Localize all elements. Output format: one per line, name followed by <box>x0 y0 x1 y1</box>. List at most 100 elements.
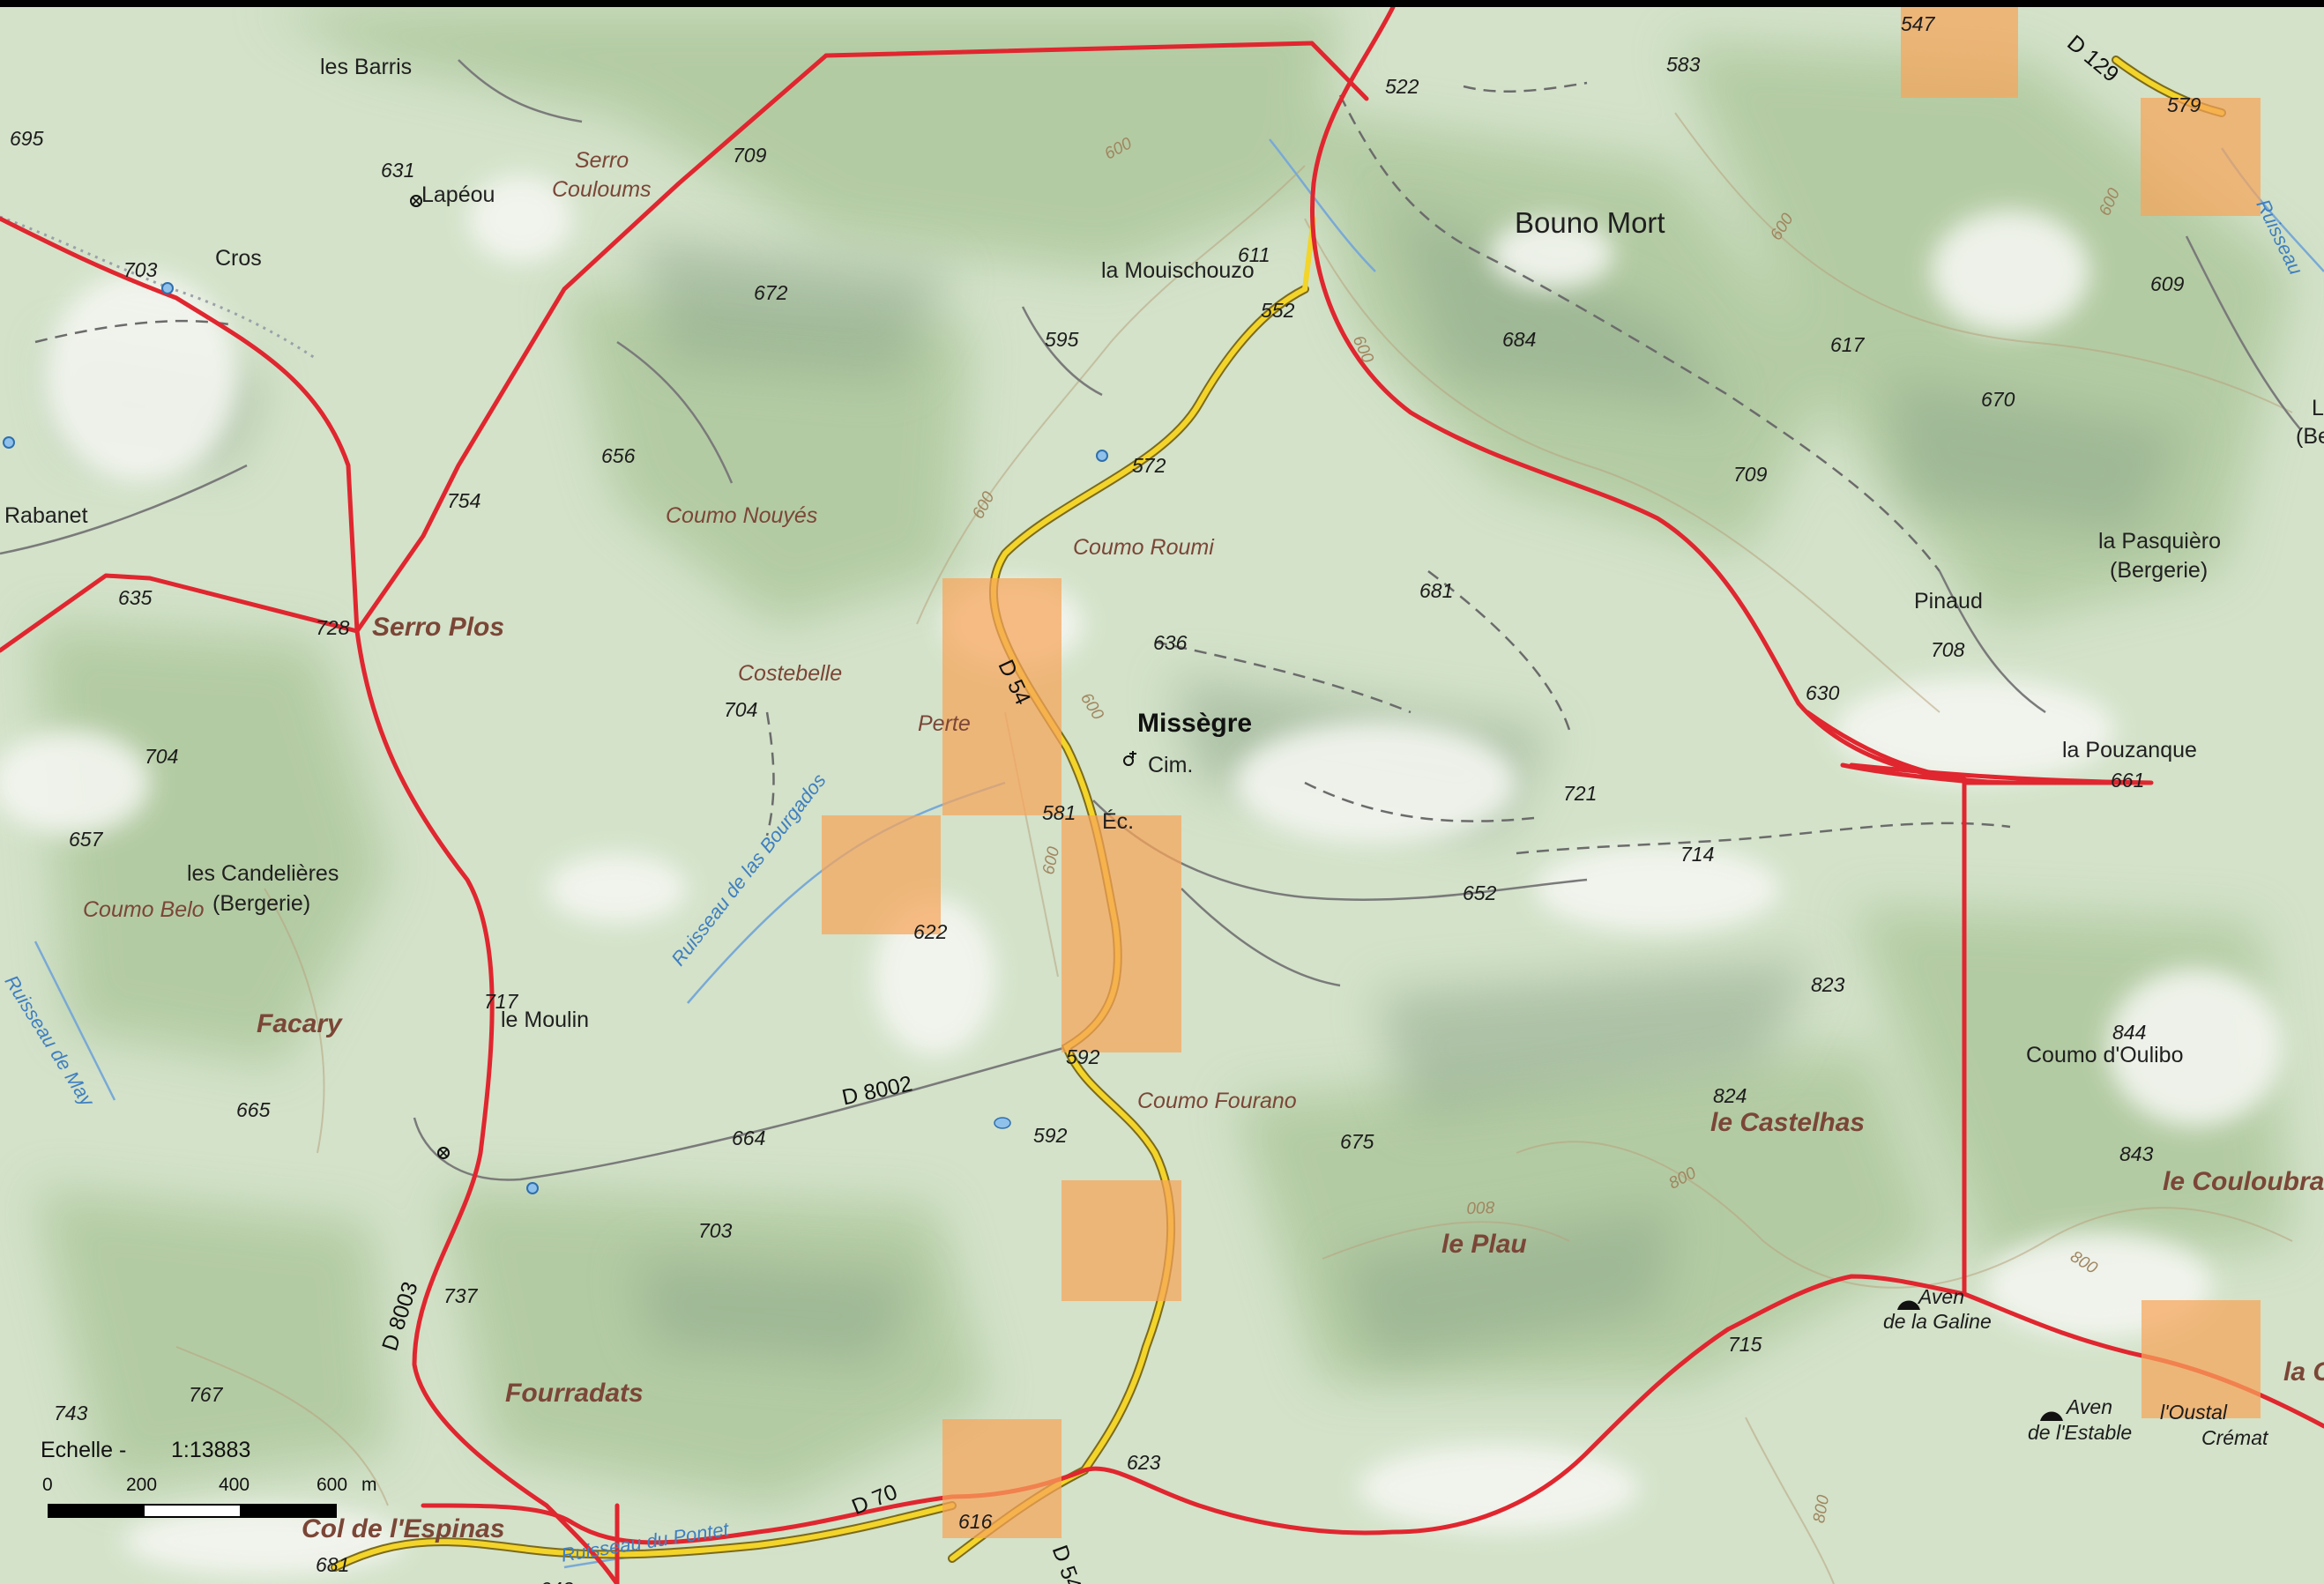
pond-icon[interactable] <box>994 1114 1011 1132</box>
place-label-oustal-2: Crémat <box>2201 1426 2268 1449</box>
spot-height-label: 672 <box>754 281 788 304</box>
place-label-cros: Cros <box>215 246 262 271</box>
spring-d8002-icon[interactable] <box>524 1179 541 1197</box>
locality-label-serro-couloums-1: Serro <box>575 148 629 173</box>
moulin-marker-icon[interactable] <box>435 1144 452 1162</box>
spot-height-label: 703 <box>123 258 158 281</box>
spot-height-label: 643 <box>540 1580 573 1584</box>
spot-height-label: 652 <box>1463 881 1497 904</box>
place-label-edge-be: (Be <box>2296 424 2324 449</box>
scale-bar-segment-3 <box>240 1504 337 1518</box>
tile-cell[interactable] <box>1061 815 1181 1052</box>
spot-height-label: 743 <box>54 1402 88 1424</box>
spot-height-label: 664 <box>732 1127 766 1149</box>
place-label-lapeou: Lapéou <box>421 182 495 207</box>
spot-height-label: 728 <box>316 616 350 639</box>
spot-height-label: 622 <box>913 920 948 943</box>
place-label-aven-estable-2: de l'Estable <box>2028 1421 2133 1444</box>
spot-height-label: 611 <box>1238 243 1270 266</box>
spot-height-label: 617 <box>1830 333 1865 356</box>
cave-icon[interactable] <box>2038 1405 2065 1423</box>
place-label-cim: Cim. <box>1148 753 1194 777</box>
cros-spring-icon[interactable] <box>159 279 176 297</box>
hillshade-shadows <box>53 201 2186 1365</box>
scale-tick-200: 200 <box>126 1475 158 1495</box>
scale-bar: Echelle - 1:13883 0 200 400 600 m <box>41 1439 411 1545</box>
spot-height-label: 631 <box>381 159 415 182</box>
tile-cell[interactable] <box>942 1419 1061 1538</box>
tile-cell[interactable] <box>822 815 941 934</box>
spot-height-label: 635 <box>118 586 153 609</box>
spot-height-label: 709 <box>1733 463 1768 486</box>
spot-height-label: 704 <box>724 698 758 721</box>
spot-height-label: 715 <box>1728 1333 1762 1356</box>
place-label-oustal-1: l'Oustal <box>2160 1401 2227 1424</box>
place-label-bergerie-candelieres: (Bergerie) <box>212 891 311 916</box>
locality-label-col-espinas: Col de l'Espinas <box>302 1514 505 1543</box>
spot-height-label: 843 <box>2119 1142 2154 1165</box>
place-label-la-mouischouzo: la Mouischouzo <box>1101 258 1255 283</box>
spot-height-label: 661 <box>2111 769 2145 792</box>
map-terrain <box>0 7 2324 1584</box>
cemetery-cross-icon[interactable] <box>1121 749 1139 767</box>
scale-tick-0: 0 <box>42 1475 53 1495</box>
lapeou-marker-icon[interactable] <box>407 192 425 210</box>
spot-height-label: 767 <box>189 1383 223 1406</box>
spot-height-label: 623 <box>1127 1451 1161 1474</box>
locality-label-serro-plos: Serro Plos <box>372 613 505 642</box>
spot-height-label: 844 <box>2112 1021 2147 1044</box>
tile-cell[interactable] <box>1901 7 2018 98</box>
spot-height-label: 552 <box>1261 299 1295 322</box>
open-clearings <box>0 175 2283 1576</box>
locality-label-le-castelhas: le Castelhas <box>1710 1108 1866 1137</box>
spot-height-label: 754 <box>447 489 481 512</box>
locality-label-le-couloubra: le Couloubra <box>2163 1167 2324 1196</box>
spot-height-label: 704 <box>145 745 179 768</box>
place-label-aven-estable-1: Aven <box>2067 1395 2113 1418</box>
locality-label-costebelle: Costebelle <box>738 661 843 686</box>
place-label-bergerie-pasquiero: (Bergerie) <box>2110 558 2209 583</box>
scale-tick-400: 400 <box>219 1475 250 1495</box>
tile-cell[interactable] <box>942 578 1061 815</box>
spring-rabanet-icon[interactable] <box>0 434 18 451</box>
tile-cell[interactable] <box>2141 98 2261 216</box>
locality-label-serro-couloums-2: Couloums <box>552 177 652 202</box>
spot-height-label: 657 <box>69 828 103 851</box>
spot-height-label: 670 <box>1981 388 2015 411</box>
locality-label-edge-la: la C <box>2283 1357 2324 1387</box>
locality-label-coumo-nouyes: Coumo Nouyés <box>666 503 818 528</box>
place-label-les-barris: les Barris <box>320 55 413 79</box>
place-label-les-candelieres: les Candelières <box>187 861 339 886</box>
spot-height-label: 609 <box>2150 272 2185 295</box>
spot-height-label: 714 <box>1680 843 1715 866</box>
spot-height-label: 703 <box>698 1219 733 1242</box>
spot-height-label: 583 <box>1666 53 1701 76</box>
spring-572-icon[interactable] <box>1093 447 1111 465</box>
contour-lines <box>175 112 2293 1584</box>
spot-height-label: 721 <box>1563 782 1598 805</box>
scale-unit: m <box>361 1475 377 1495</box>
spot-height-label: 823 <box>1811 973 1845 996</box>
place-label-la-pouzanque: la Pouzanque <box>2062 738 2197 762</box>
tile-cell[interactable] <box>1061 1180 1181 1301</box>
scale-bar-segment-1 <box>48 1504 145 1518</box>
place-label-missegre: Missègre <box>1137 709 1253 738</box>
place-label-rabanet: Rabanet <box>4 503 88 528</box>
spot-height-label: 630 <box>1806 681 1840 704</box>
spot-height-label: 547 <box>1901 12 1935 35</box>
spot-height-label: 737 <box>443 1284 478 1307</box>
cave-icon[interactable] <box>1896 1294 1922 1312</box>
boundary-lines <box>0 7 2324 1584</box>
place-label-bouno-mort: Bouno Mort <box>1515 206 1665 239</box>
contour-label: 800 <box>1466 1197 1496 1217</box>
locality-label-facary: Facary <box>257 1009 342 1038</box>
locality-label-coumo-roumi: Coumo Roumi <box>1073 535 1214 560</box>
spot-height-label: 708 <box>1931 638 1965 661</box>
locality-label-coumo-belo: Coumo Belo <box>83 897 205 922</box>
place-label-edge-l: L <box>2312 396 2324 420</box>
place-label-aven-galine-2: de la Galine <box>1883 1310 1992 1333</box>
spot-height-label: 636 <box>1153 631 1188 654</box>
tile-cell[interactable] <box>2142 1300 2261 1418</box>
place-label-la-pasquiero: la Pasquièro <box>2098 529 2221 554</box>
